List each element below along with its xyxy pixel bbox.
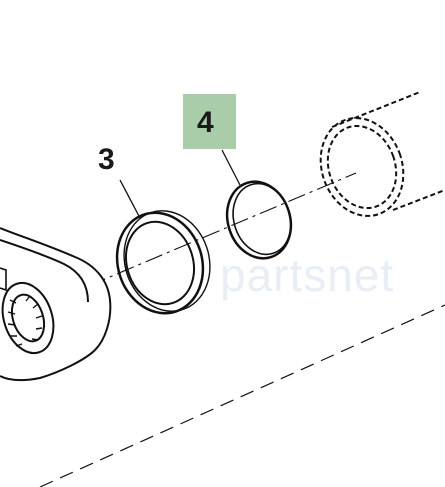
part-3-washer [115, 210, 211, 315]
callout-3-label: 3 [98, 143, 115, 176]
lower-dashed-guide-line [39, 304, 445, 487]
yoke-shaft-part [0, 227, 112, 382]
part-4-ring [225, 180, 293, 260]
callout-4-label: 4 [197, 106, 214, 139]
callout-4-highlight-box [183, 94, 236, 149]
assembly-axis-line [59, 172, 357, 299]
watermark: partsnet [220, 249, 395, 301]
leader-line-3 [119, 179, 141, 219]
leader-line-4 [221, 149, 241, 186]
housing-cylinder-dashed [319, 91, 445, 217]
